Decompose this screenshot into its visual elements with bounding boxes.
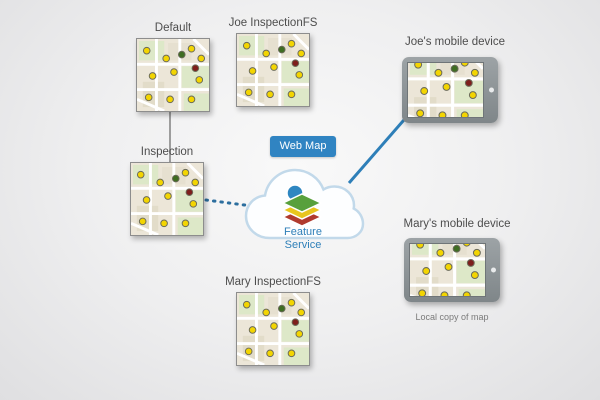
street-map-thumbnail	[237, 293, 309, 365]
feature-layers-icon	[281, 184, 323, 227]
street-map-thumbnail	[237, 34, 309, 106]
mary-inspectionfs-thumbnail	[236, 292, 310, 366]
cloud-joe-device-line	[347, 112, 412, 184]
mary-device-label: Mary's mobile device	[403, 218, 511, 230]
mary-inspectionfs-label: Mary InspectionFS	[225, 276, 321, 288]
local-copy-caption: Local copy of map	[415, 312, 489, 322]
joe-tablet-screen	[407, 62, 484, 118]
inspection-map-label: Inspection	[140, 146, 194, 158]
cloud-icon	[244, 168, 365, 240]
joe-tablet	[402, 57, 498, 123]
mary-tablet-screen	[409, 243, 486, 297]
tablet-camera-dot	[491, 267, 496, 273]
street-map-thumbnail	[408, 63, 483, 117]
inspection-map-thumbnail	[130, 162, 204, 236]
joe-device-label: Joe's mobile device	[405, 36, 505, 48]
joe-inspectionfs-thumbnail	[236, 33, 310, 107]
feature-service-label: Feature Service	[284, 226, 322, 252]
default-map-label: Default	[154, 22, 192, 34]
joe-inspectionfs-label: Joe InspectionFS	[228, 17, 318, 29]
web-map-badge: Web Map	[270, 136, 336, 157]
street-map-thumbnail	[410, 244, 485, 296]
mary-tablet	[404, 238, 500, 302]
tablet-camera-dot	[489, 87, 494, 93]
street-map-thumbnail	[131, 163, 203, 235]
inspection-cloud-dotted-line	[204, 198, 254, 208]
street-map-thumbnail	[137, 39, 209, 111]
default-map-thumbnail	[136, 38, 210, 112]
